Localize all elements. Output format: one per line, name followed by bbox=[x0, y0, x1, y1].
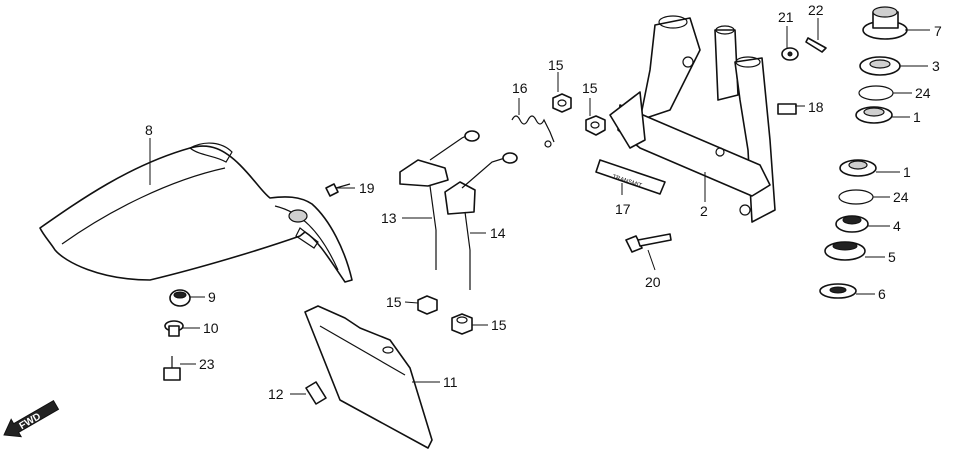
callout-10: 10 bbox=[203, 320, 219, 336]
steering-stem bbox=[609, 15, 776, 223]
collar-10 bbox=[164, 320, 184, 337]
callout-14: 14 bbox=[490, 225, 506, 241]
clip-12 bbox=[305, 381, 327, 405]
callout-20: 20 bbox=[645, 274, 661, 290]
callout-15-low-left: 15 bbox=[386, 294, 402, 310]
grommet-9 bbox=[169, 289, 191, 307]
callout-17: 17 bbox=[615, 201, 631, 217]
callout-11: 11 bbox=[443, 374, 458, 390]
callout-24-low: 24 bbox=[893, 189, 909, 205]
callout-23: 23 bbox=[199, 356, 215, 372]
leader-lines bbox=[149, 18, 930, 395]
rod-13 bbox=[399, 130, 480, 270]
bolt-19 bbox=[325, 183, 351, 197]
pin-22 bbox=[805, 37, 827, 53]
upper-bearing-stack bbox=[855, 6, 908, 124]
bolt-23 bbox=[163, 356, 181, 381]
callout-labels: 8 19 13 14 16 15 15 17 2 20 18 21 22 7 3… bbox=[145, 2, 942, 402]
callout-15-low-right: 15 bbox=[491, 317, 507, 333]
callout-1-top: 1 bbox=[913, 109, 921, 125]
mud-flap bbox=[304, 305, 433, 449]
fwd-arrow: FWD bbox=[3, 399, 60, 438]
callout-22: 22 bbox=[808, 2, 824, 18]
lower-bearing-stack bbox=[819, 159, 877, 299]
callout-15-mid: 15 bbox=[582, 80, 598, 96]
callout-16: 16 bbox=[512, 80, 528, 96]
callout-5: 5 bbox=[888, 249, 896, 265]
nut-15-low-right bbox=[451, 313, 473, 335]
callout-13: 13 bbox=[381, 210, 397, 226]
callout-21: 21 bbox=[778, 9, 794, 25]
callout-3: 3 bbox=[932, 58, 940, 74]
callout-4: 4 bbox=[893, 218, 901, 234]
rod-14 bbox=[444, 152, 518, 290]
nut-15-mid bbox=[585, 115, 606, 136]
callout-9: 9 bbox=[208, 289, 216, 305]
callout-8: 8 bbox=[145, 122, 153, 138]
bolt-20 bbox=[625, 233, 672, 253]
callout-18: 18 bbox=[808, 99, 824, 115]
callout-2: 2 bbox=[700, 203, 708, 219]
spring-16 bbox=[511, 115, 555, 148]
callout-1-low: 1 bbox=[903, 164, 911, 180]
front-fender bbox=[39, 142, 353, 283]
nut-15-low-left bbox=[417, 295, 438, 315]
fwd-label: FWD bbox=[18, 411, 43, 432]
callout-24-top: 24 bbox=[915, 85, 931, 101]
clip-18 bbox=[777, 103, 797, 115]
callout-6: 6 bbox=[878, 286, 886, 302]
callout-12: 12 bbox=[268, 386, 284, 402]
callout-7: 7 bbox=[934, 23, 942, 39]
callout-19: 19 bbox=[359, 180, 375, 196]
washer-21 bbox=[781, 47, 799, 61]
label-17: TRANSMIT bbox=[595, 159, 666, 195]
callout-15-top: 15 bbox=[548, 57, 564, 73]
nut-15-top bbox=[552, 93, 572, 113]
